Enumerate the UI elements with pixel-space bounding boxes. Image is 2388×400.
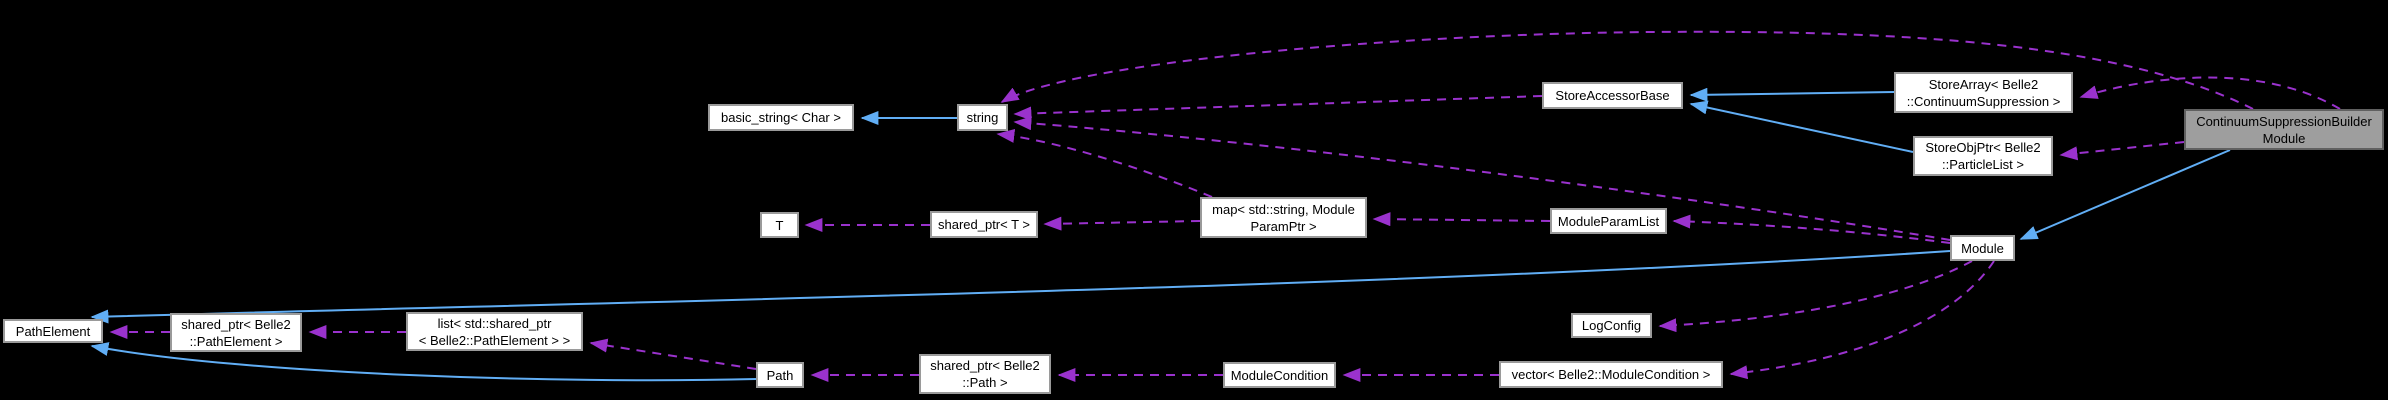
- edge-storearray-to-storeaccessorbase: [1689, 87, 1895, 102]
- edge-mainmodule-to-string: [1000, 30, 2254, 110]
- edge-storeaccessorbase-to-string: [1013, 95, 1543, 121]
- edge-module-to-pathelement: [90, 250, 1951, 324]
- edge-path-to-list: [589, 338, 757, 370]
- node-basic-string[interactable]: basic_string< Char >: [708, 104, 854, 131]
- node-shared-ptr-t[interactable]: shared_ptr< T >: [930, 211, 1038, 238]
- edge-moduleparamlist-to-map: [1372, 212, 1551, 227]
- node-module-param-list[interactable]: ModuleParamList: [1550, 208, 1667, 234]
- node-list-shared-ptr-path-element[interactable]: list< std::shared_ptr < Belle2::PathElem…: [406, 312, 583, 351]
- edge-map-to-string: [996, 128, 1213, 198]
- node-shared-ptr-path-element[interactable]: shared_ptr< Belle2 ::PathElement >: [170, 313, 302, 352]
- edge-module-to-logconfig: [1658, 260, 1973, 333]
- node-shared-ptr-path[interactable]: shared_ptr< Belle2 ::Path >: [919, 354, 1051, 394]
- node-map-module-param-ptr[interactable]: map< std::string, Module ParamPtr >: [1200, 197, 1367, 238]
- edge-mainmodule-to-module: [2019, 149, 2231, 240]
- edge-storeobjptr-to-storeaccessorbase: [1689, 100, 1914, 153]
- edge-module-to-string: [1013, 116, 1951, 241]
- node-module[interactable]: Module: [1950, 235, 2015, 261]
- node-path-element[interactable]: PathElement: [3, 319, 103, 343]
- node-store-accessor-base[interactable]: StoreAccessorBase: [1542, 82, 1683, 109]
- node-string[interactable]: string: [957, 104, 1008, 131]
- node-store-array[interactable]: StoreArray< Belle2 ::ContinuumSuppressio…: [1894, 72, 2073, 113]
- node-path[interactable]: Path: [756, 362, 804, 388]
- node-store-obj-ptr[interactable]: StoreObjPtr< Belle2 ::ParticleList >: [1913, 136, 2053, 176]
- node-log-config[interactable]: LogConfig: [1571, 313, 1652, 338]
- edge-path-to-pathelement: [90, 342, 757, 382]
- edge-module-to-vector: [1729, 260, 1995, 380]
- edge-mainmodule-to-storearray: [2079, 76, 2341, 110]
- edge-map-to-sharedptrt: [1043, 216, 1201, 231]
- node-t[interactable]: T: [760, 212, 799, 238]
- node-module-condition[interactable]: ModuleCondition: [1223, 362, 1336, 388]
- node-vector-module-condition[interactable]: vector< Belle2::ModuleCondition >: [1499, 361, 1723, 388]
- node-continuum-suppression-builder-module: ContinuumSuppressionBuilder Module: [2184, 109, 2384, 150]
- edge-mainmodule-to-storeobjptr: [2059, 141, 2185, 161]
- edge-module-to-moduleparamlist: [1672, 214, 1951, 244]
